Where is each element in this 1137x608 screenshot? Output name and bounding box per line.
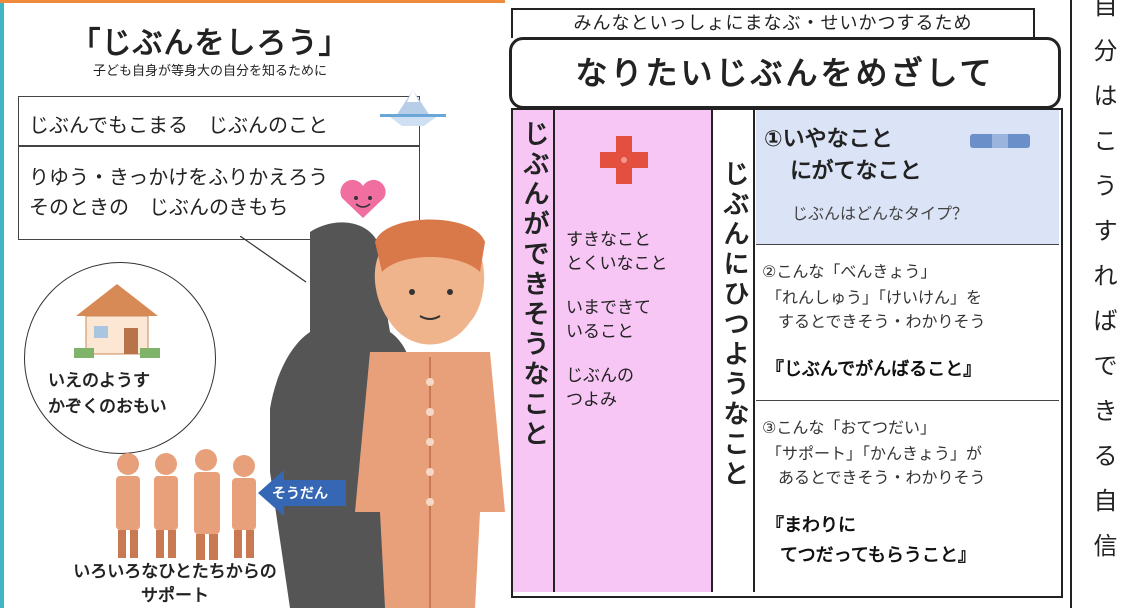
left-accent-border bbox=[0, 0, 4, 608]
arrow-left-icon bbox=[258, 470, 346, 516]
vchar: き bbox=[1093, 397, 1118, 425]
vchar: う bbox=[1093, 172, 1118, 200]
family-line2: かぞくのおもい bbox=[48, 397, 167, 417]
can-do-heading: じぶんができそうなこと bbox=[519, 120, 549, 450]
dislikes-line2: にがてなこと bbox=[790, 159, 922, 184]
goal-title: なりたいじぶんをめざして bbox=[575, 54, 995, 92]
dislikes-subtext: じぶんはどんなタイプ？ bbox=[792, 204, 969, 223]
goal-title-box: なりたいじぶんをめざして bbox=[509, 37, 1061, 109]
diagram-frame bbox=[511, 108, 1063, 598]
support-line1: いろいろなひとたちからの bbox=[73, 562, 277, 582]
iceberg-icon bbox=[380, 90, 446, 126]
self-effort-section: ②こんな「べんきょう」 「れんしゅう」「けいけん」を するとできそう・わかりそう… bbox=[756, 246, 1059, 401]
support-line2: サポート bbox=[141, 586, 209, 606]
right-divider bbox=[1070, 0, 1072, 608]
needs-heading: じぶんにひつようなこと bbox=[719, 160, 749, 490]
list-item: いまできて いること bbox=[566, 298, 651, 342]
vchar: は bbox=[1093, 82, 1118, 110]
page-title: 「じぶんをしろう」 bbox=[70, 26, 350, 61]
vchar: れ bbox=[1093, 262, 1118, 290]
column-divider bbox=[753, 110, 755, 592]
dislikes-line1: ①いやなこと bbox=[764, 127, 893, 152]
leader-line bbox=[240, 236, 307, 283]
heart-icon bbox=[340, 179, 386, 218]
vchar: 自 bbox=[1093, 0, 1118, 20]
help-line1: ③こんな「おてつだい」 bbox=[762, 418, 937, 437]
reflection-line1: りゆう・きっかけをふりかえろう bbox=[29, 165, 329, 189]
help-line3: あるとできそう・わかりそう bbox=[778, 468, 986, 487]
vchar: で bbox=[1093, 352, 1118, 380]
family-circle bbox=[24, 262, 216, 454]
vchar: す bbox=[1093, 217, 1118, 245]
goal-subtitle: みんなといっしょにまなぶ・せいかつするため bbox=[511, 8, 1035, 38]
vchar: 自 bbox=[1093, 487, 1118, 515]
self-trouble-box: じぶんでもこまる じぶんのこと bbox=[18, 96, 420, 146]
self-effort-line2: 「れんしゅう」「けいけん」を bbox=[766, 288, 983, 307]
can-do-items-column bbox=[555, 110, 713, 592]
self-effort-line3: するとできそう・わかりそう bbox=[778, 312, 986, 331]
supporters-illustration bbox=[116, 449, 256, 560]
help-line2: 「サポート」「かんきょう」が bbox=[766, 444, 983, 463]
vchar: る bbox=[1093, 442, 1118, 470]
list-item: じぶんの つよみ bbox=[566, 366, 634, 410]
plus-icon bbox=[600, 136, 648, 184]
self-trouble-text: じぶんでもこまる じぶんのこと bbox=[29, 113, 328, 137]
page-subtitle: 子ども自身が等身大の自分を知るために bbox=[92, 64, 327, 79]
vchar: ば bbox=[1093, 307, 1118, 335]
help-summary-line2: てつだってもらうこと』 bbox=[780, 545, 976, 566]
help-section: ③こんな「おてつだい」 「サポート」「かんきょう」が あるとできそう・わかりそう… bbox=[756, 402, 1059, 592]
top-accent-border bbox=[0, 0, 505, 3]
dislikes-section: ①いやなこと にがてなこと じぶんはどんなタイプ？ bbox=[756, 110, 1059, 245]
help-summary-line1: 『まわりに bbox=[766, 515, 856, 536]
can-do-header-column bbox=[513, 110, 555, 592]
house-icon bbox=[74, 284, 160, 358]
vchar: 分 bbox=[1093, 37, 1118, 65]
list-item: すきなこと とくいなこと bbox=[566, 230, 668, 274]
reflection-line2: そのときの じぶんのきもち bbox=[29, 195, 289, 219]
bandage-icon bbox=[970, 134, 1030, 148]
support-caption: いろいろなひとたちからの サポート bbox=[40, 560, 310, 608]
person-with-shadow-illustration bbox=[270, 219, 505, 608]
strengths-list: すきなこと とくいなこと いまできて いること じぶんの つよみ bbox=[566, 228, 706, 432]
self-effort-line1: ②こんな「べんきょう」 bbox=[762, 262, 937, 281]
vchar: こ bbox=[1093, 127, 1118, 155]
family-circle-text: いえのようす かぞくのおもい bbox=[40, 368, 208, 420]
consultation-arrow: そうだん bbox=[258, 470, 346, 516]
family-line1: いえのようす bbox=[48, 371, 150, 391]
vchar: 信 bbox=[1093, 532, 1118, 560]
self-effort-summary: 『じぶんでがんばること』 bbox=[766, 359, 982, 380]
consultation-label: そうだん bbox=[272, 486, 328, 502]
confidence-vertical-text: 自 分 は こ う す れ ば で き る 自 信 bbox=[1078, 0, 1133, 569]
